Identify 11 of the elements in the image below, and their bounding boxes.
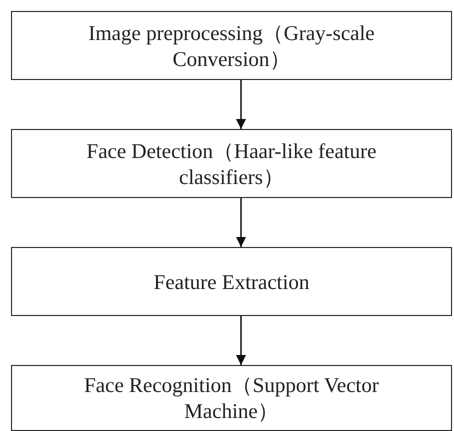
process-box: [11, 365, 452, 431]
process-box: [11, 247, 452, 316]
arrow: [236, 316, 246, 365]
process-box: [11, 129, 452, 198]
box-label: Face Detection（Haar-like feature classifiers）: [86, 138, 378, 190]
arrow: [236, 80, 246, 129]
box-label: Image preprocessing（Gray-scale Conversion）: [87, 20, 376, 72]
process-box: [11, 11, 452, 80]
arrow: [236, 198, 246, 247]
box-label: Feature Extraction: [152, 268, 310, 294]
box-label: Face Recognition（Support Vector Machine）: [83, 372, 380, 424]
